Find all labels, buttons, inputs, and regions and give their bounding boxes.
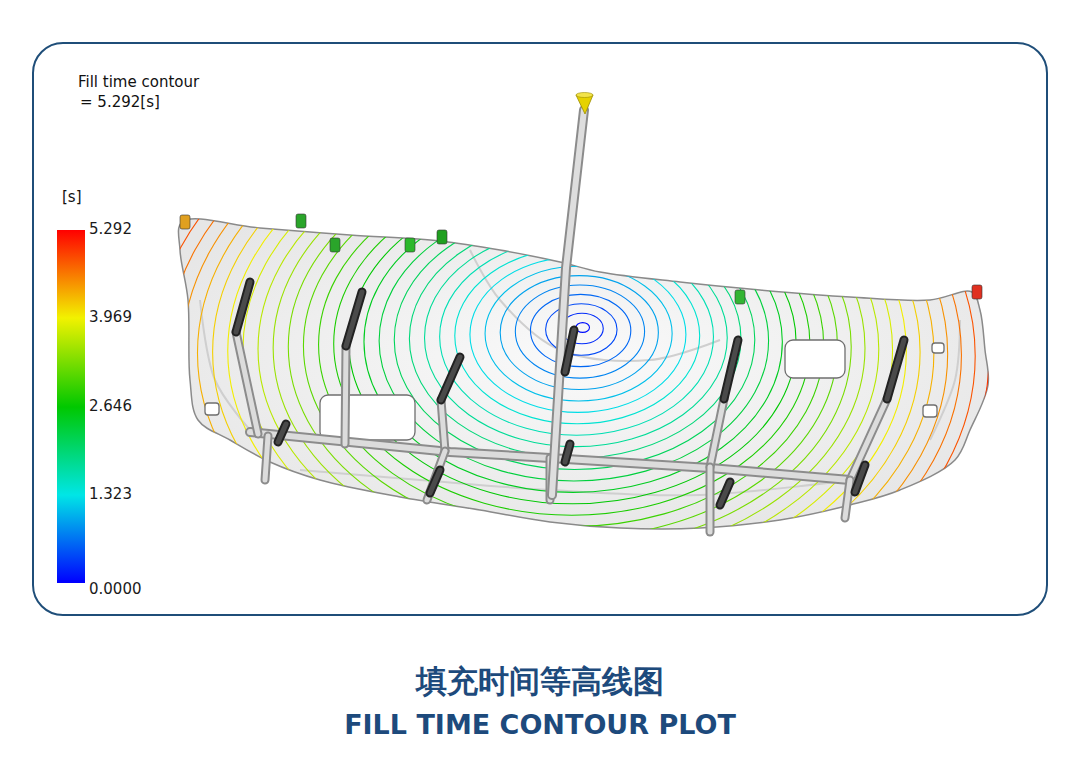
part-clip — [405, 238, 415, 252]
runner-branch — [441, 400, 445, 451]
molded-part — [178, 219, 988, 529]
surface-ridge — [470, 250, 720, 361]
part-hole — [932, 343, 944, 353]
hot-drop — [565, 330, 574, 372]
runner-branch — [710, 399, 724, 467]
runner-branch — [708, 467, 713, 532]
injection-point — [576, 93, 593, 98]
hot-drop — [278, 424, 286, 442]
caption: 填充时间等高线图 — [416, 664, 664, 700]
runner-branch — [236, 332, 258, 434]
scale-value: 3.969 — [89, 309, 132, 326]
scale-value: 1.323 — [89, 486, 132, 503]
color-scale-segment — [57, 318, 85, 406]
scale-value: 5.292 — [89, 221, 132, 238]
sprue — [552, 110, 584, 495]
panel-frame — [33, 43, 1047, 615]
part-clip — [735, 290, 745, 304]
plot-title: Fill time contour — [78, 74, 199, 91]
hot-drop — [278, 424, 286, 442]
runner-branch — [441, 400, 445, 451]
hot-drop — [720, 482, 730, 505]
contour-line — [137, 50, 989, 663]
contour-line — [228, 107, 907, 596]
part-hole — [785, 340, 845, 378]
runner-branch — [236, 332, 258, 434]
runner-branch — [427, 451, 445, 500]
hot-drop — [236, 282, 250, 332]
surface-ridge — [930, 320, 960, 440]
hot-drop — [430, 470, 440, 493]
hot-drop — [441, 357, 460, 400]
runner-branch — [427, 451, 445, 500]
contour-line — [425, 229, 728, 447]
hot-drop — [236, 282, 250, 332]
contour-line — [515, 285, 644, 378]
contour-line — [485, 266, 672, 401]
contour-line — [530, 294, 630, 366]
hot-drop — [565, 330, 574, 372]
contour-line — [243, 116, 893, 584]
hot-drop — [565, 444, 570, 462]
scale-value: 2.646 — [89, 398, 132, 415]
runner-system — [236, 93, 904, 533]
hot-drop — [855, 465, 865, 492]
fill-time-contours — [122, 41, 1003, 675]
hot-drop — [887, 340, 904, 399]
color-scale-segment — [57, 495, 85, 583]
part-clip — [180, 215, 190, 229]
contour-line — [152, 60, 975, 653]
contour-line — [440, 238, 714, 435]
sprue — [552, 110, 584, 495]
runner-branch — [706, 467, 715, 532]
runner-branch — [345, 346, 346, 444]
contour-line — [122, 41, 1003, 675]
hot-drop — [346, 292, 362, 346]
injection-point — [576, 95, 593, 114]
part-clip — [296, 214, 306, 228]
part-hole — [205, 403, 219, 415]
hot-drop — [724, 340, 738, 399]
contour-line — [394, 210, 755, 470]
hot-drop — [855, 465, 865, 492]
contour-line — [500, 276, 658, 390]
unit-label: [s] — [62, 189, 82, 206]
contour-line — [258, 125, 879, 572]
color-scale-segment — [57, 407, 85, 495]
plot-value: = 5.292[s] — [80, 94, 160, 111]
part-hole — [923, 405, 937, 417]
part-clip — [972, 285, 982, 299]
runner-branch — [845, 480, 850, 518]
part-clip — [437, 230, 447, 244]
contour-line — [409, 219, 741, 458]
hot-drop — [724, 340, 738, 399]
contour-line — [213, 97, 920, 606]
hot-drop — [441, 357, 460, 400]
caption-english: FILL TIME CONTOUR PLOT — [344, 709, 736, 740]
contour-line — [167, 69, 961, 641]
hot-drop — [346, 292, 362, 346]
hot-drop — [430, 470, 440, 493]
runner-branch — [265, 436, 268, 480]
contour-line — [182, 78, 947, 629]
contour-line — [197, 88, 933, 618]
runner-branch — [265, 436, 268, 480]
color-scale-segment — [57, 580, 85, 583]
contour-line — [455, 247, 700, 423]
contour-line — [470, 257, 686, 413]
part-clip — [330, 238, 340, 252]
runner-branch — [710, 399, 724, 467]
runner-branch — [345, 346, 346, 444]
hot-drop — [565, 444, 570, 462]
runner-branch — [845, 480, 850, 518]
part-hole — [320, 395, 415, 440]
color-scale-segment — [57, 230, 85, 318]
scale-value: 0.0000 — [89, 581, 142, 598]
hot-drop — [887, 340, 904, 399]
hot-drop — [720, 482, 730, 505]
